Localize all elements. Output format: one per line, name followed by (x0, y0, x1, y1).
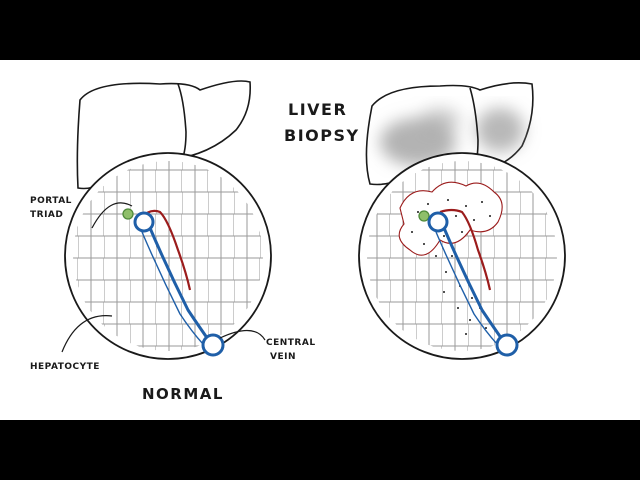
hepatic-artery (140, 209, 192, 291)
diseased-biopsy-section (358, 152, 566, 360)
central-vein-pointer (219, 329, 266, 341)
sinusoid-channel (148, 227, 212, 343)
bile-duct (122, 208, 134, 220)
hepatocyte-pointer (61, 315, 113, 353)
hepatocyte-label: HEPATOCYTE (30, 362, 100, 372)
central-vein-label-line-1: CENTRAL (266, 338, 316, 348)
normal-caption: NORMAL (142, 385, 224, 403)
title-line-1: LIVER (288, 100, 348, 119)
portal-vein-right (427, 211, 449, 233)
liver-biopsy-diagram (61, 80, 566, 360)
inflammation-zone (398, 181, 503, 256)
title-line-2: BIOPSY (284, 126, 360, 145)
central-vein-label-line-2: VEIN (270, 352, 296, 362)
bile-duct-right (418, 210, 430, 222)
central-vein (201, 333, 225, 357)
portal-triad-label-line-1: PORTAL (30, 196, 72, 206)
illustration-frame: LIVER BIOPSY PORTAL TRIAD HEPATOCYTE CEN… (0, 60, 640, 420)
portal-triad-pointer (91, 202, 133, 229)
liver-shading (380, 108, 524, 166)
portal-vein (133, 211, 155, 233)
sinusoid-channel-right (442, 227, 506, 343)
hepatocyte-grid-right (367, 161, 557, 351)
hepatocyte-grid (73, 161, 263, 351)
normal-biopsy-section (61, 152, 272, 360)
portal-triad-label-line-2: TRIAD (30, 210, 64, 220)
hepatic-artery-right (439, 208, 492, 291)
central-vein-right (495, 333, 519, 357)
